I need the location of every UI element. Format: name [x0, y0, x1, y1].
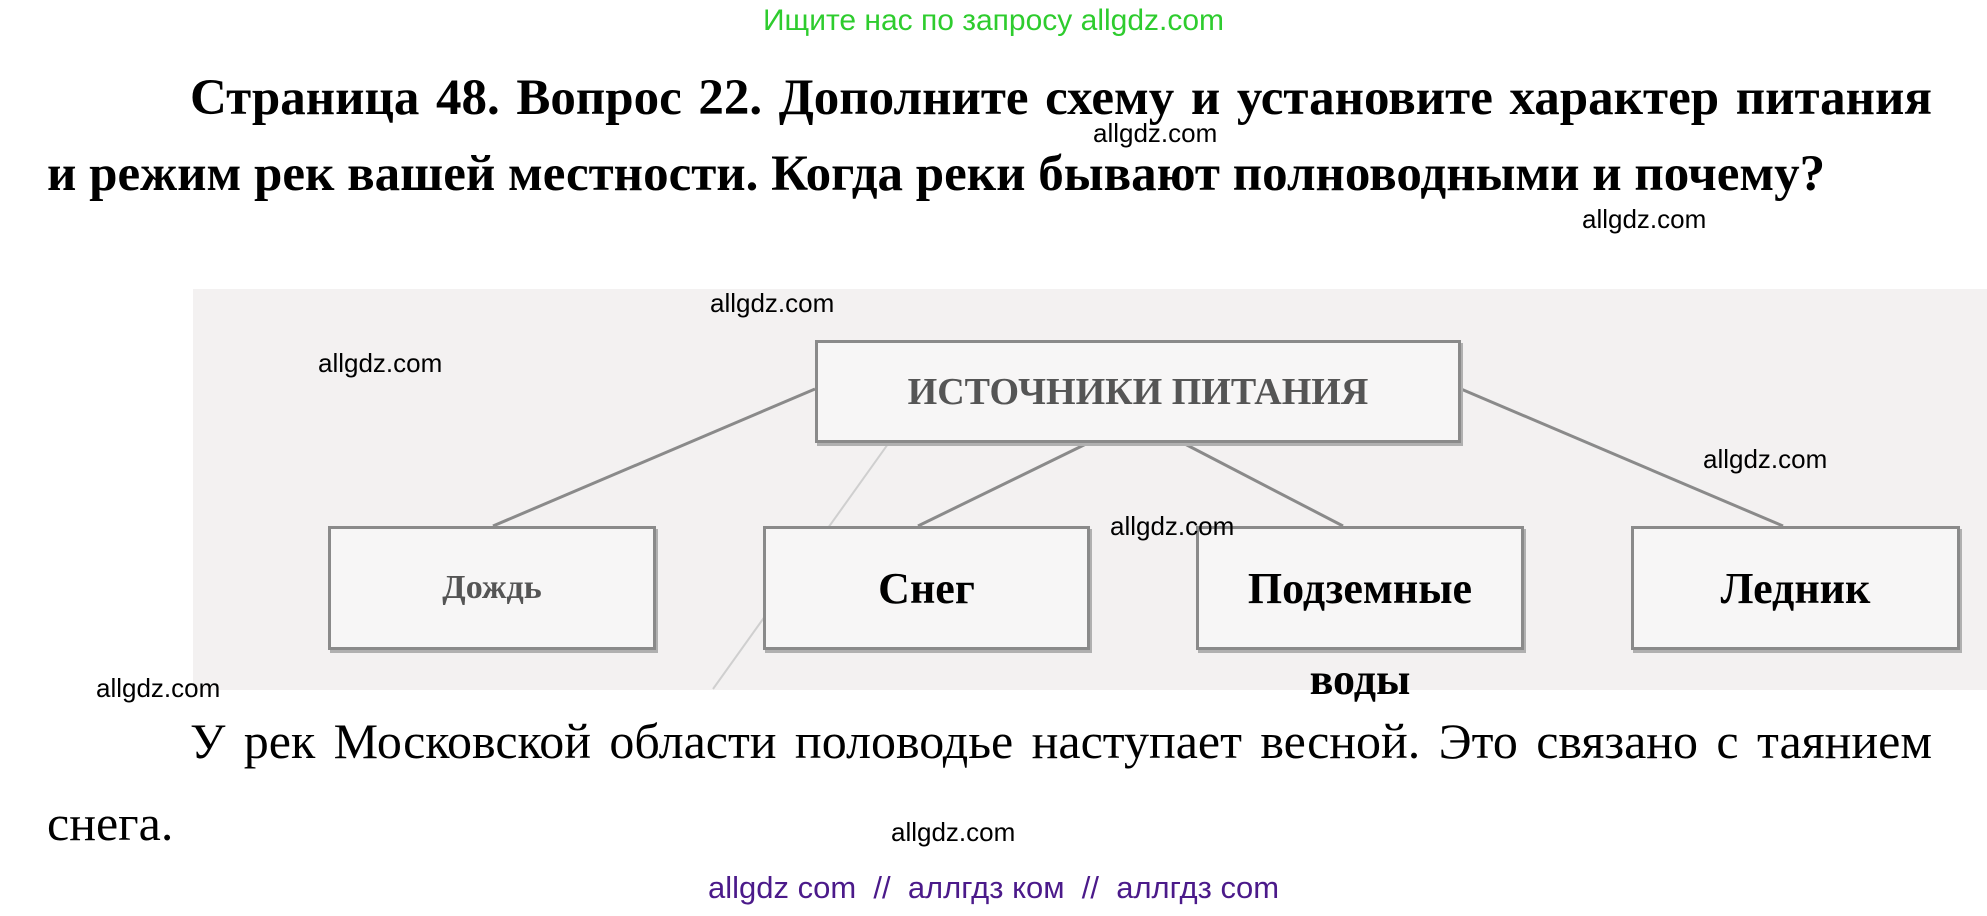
- connector-snow: [917, 441, 1089, 528]
- watermark: allgdz.com: [1703, 444, 1828, 474]
- watermark: allgdz.com: [318, 348, 443, 378]
- watermark: allgdz.com: [1582, 204, 1707, 234]
- diagram-box-snow: Снег: [763, 526, 1090, 650]
- watermark: allgdz.com: [1110, 511, 1235, 541]
- diagram-groundwater-cont: воды: [1309, 655, 1411, 704]
- connector-rain: [492, 387, 816, 528]
- answer-text: У рек Московской области половодье насту…: [47, 713, 1932, 851]
- watermark: allgdz.com: [710, 288, 835, 318]
- watermark: allgdz.com: [1093, 118, 1218, 148]
- watermark: allgdz.com: [891, 817, 1016, 847]
- diagram-scheme: ИСТОЧНИКИ ПИТАНИЯ Дождь Снег Подземные в…: [193, 289, 1987, 704]
- question-title: Страница 48. Вопрос 22. Дополните схему …: [47, 70, 1932, 202]
- search-hint: Ищите нас по запросу allgdz.com: [762, 4, 1225, 37]
- diagram-box-groundwater: Подземные: [1196, 526, 1524, 650]
- footer-links: allgdz com // аллгдз ком // аллгдз com: [707, 870, 1280, 905]
- watermark: allgdz.com: [96, 673, 221, 703]
- diagram-box-rain: Дождь: [328, 526, 656, 650]
- connector-glacier: [1460, 387, 1784, 528]
- diagram-box-glacier: Ледник: [1631, 526, 1960, 650]
- connector-ground: [1182, 441, 1344, 528]
- diagram-root-box: ИСТОЧНИКИ ПИТАНИЯ: [815, 340, 1461, 443]
